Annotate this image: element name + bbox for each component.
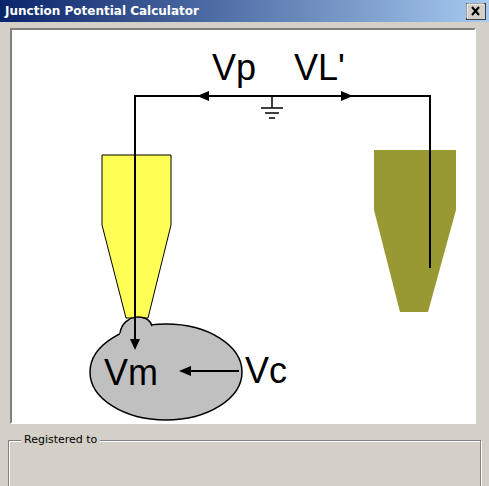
- ground-symbol: [261, 96, 283, 118]
- arrow-head: [197, 91, 209, 101]
- potential-label: Vc: [245, 350, 287, 391]
- electrode-wire: [134, 316, 136, 342]
- window-title: Junction Potential Calculator: [5, 3, 199, 19]
- potential-label: VL': [294, 47, 345, 88]
- arrow-head: [179, 366, 191, 376]
- cell-body: Vm: [88, 316, 244, 422]
- electrode-wire: [135, 96, 430, 318]
- arrow-head: [130, 339, 140, 350]
- group-heading: Registered to: [21, 433, 100, 447]
- arrow-head: [341, 91, 353, 101]
- reference-pipette: [374, 150, 456, 312]
- group-box: Registered to: [8, 440, 481, 486]
- leader-arrow: [189, 370, 239, 372]
- close-button: [466, 3, 486, 20]
- potential-label: Vm: [104, 352, 158, 393]
- patch-pipette: [102, 155, 171, 318]
- potential-label: Vp: [212, 47, 256, 88]
